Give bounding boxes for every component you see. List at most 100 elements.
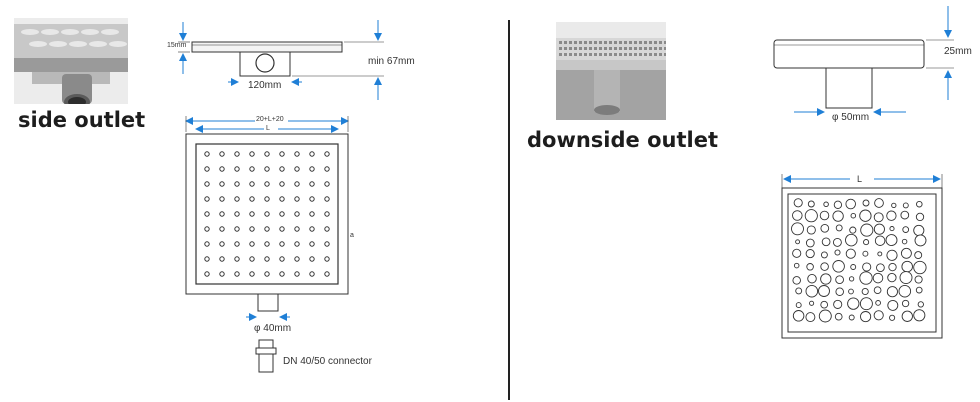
photo-perforation — [579, 41, 582, 44]
grate-bubble — [833, 299, 843, 309]
photo-perforation — [599, 53, 602, 56]
grate-bubble — [821, 237, 831, 247]
photo-perforation — [599, 41, 602, 44]
photo-perforation — [604, 47, 607, 50]
connector-label: DN 40/50 connector — [283, 356, 372, 367]
grate-bubble — [832, 210, 844, 222]
grate-bubble — [872, 272, 884, 284]
downside-elevation-drawing — [773, 6, 954, 116]
photo-perforation — [609, 53, 612, 56]
grate-hole — [219, 211, 225, 217]
grate-bubble — [861, 287, 869, 296]
photo-perforation — [584, 53, 587, 56]
grate-hole — [249, 196, 255, 202]
photo-perforation — [569, 41, 572, 44]
grate-bubble — [806, 263, 814, 271]
grate-bubble — [887, 299, 899, 311]
grate-bubble — [914, 251, 923, 260]
grate-bubble — [900, 210, 910, 220]
photo-perforation — [574, 41, 577, 44]
grate-bubble — [820, 223, 830, 233]
grate-hole — [204, 211, 210, 217]
grate-bubble — [902, 202, 909, 209]
grate-bubble — [862, 262, 872, 272]
grate-bubble — [834, 249, 841, 256]
grate-bubble — [914, 275, 923, 284]
grate-hole — [264, 166, 270, 172]
grate-bubble — [820, 262, 829, 271]
grate-hole — [324, 196, 330, 202]
photo-perforation — [619, 41, 622, 44]
grate-bubble — [902, 226, 910, 233]
grate-hole — [249, 256, 255, 262]
grate-hole — [234, 211, 240, 217]
grate-hole — [264, 241, 270, 247]
grate-hole — [294, 226, 300, 232]
photo-perforation — [559, 47, 562, 50]
photo-perforation — [584, 47, 587, 50]
grate-hole — [249, 166, 255, 172]
grate-hole — [264, 256, 270, 262]
side-outlet-title: side outlet — [18, 108, 146, 132]
grate-hole — [234, 181, 240, 187]
grate-hole — [279, 256, 285, 262]
photo-perforation — [639, 53, 642, 56]
grate-bubble — [835, 275, 844, 285]
grate-hole — [219, 166, 225, 172]
photo-perforation — [664, 47, 666, 50]
grate-bubble — [806, 225, 816, 235]
grate-bubble — [792, 210, 803, 221]
grate-bubble — [916, 200, 923, 208]
grate-hole — [234, 256, 240, 262]
photo-perforation — [659, 41, 662, 44]
grate-hole — [279, 226, 285, 232]
grate-bubble — [792, 248, 802, 258]
grate-hole — [294, 271, 300, 277]
photo-perforation — [614, 47, 617, 50]
grate-bubble — [901, 238, 908, 245]
grate-bubble — [792, 276, 801, 285]
length-label-right: L — [857, 174, 863, 184]
pipe-dia-label-left: φ 40mm — [254, 323, 292, 334]
grate-bubble — [820, 300, 829, 309]
photo-perforation — [634, 41, 637, 44]
grate-bubble — [876, 263, 885, 273]
grate-bubble — [889, 314, 896, 321]
grate-bubble — [891, 202, 897, 209]
grate-hole — [294, 151, 300, 157]
grate-hole — [204, 196, 210, 202]
grate-hole — [204, 166, 210, 172]
grate-hole — [249, 211, 255, 217]
photo-perforation — [564, 53, 567, 56]
grate-bubble — [848, 276, 855, 282]
grate-bubble — [885, 234, 898, 247]
photo-perforation — [664, 53, 666, 56]
grate-bubble — [807, 273, 817, 284]
side-outlet-top-view — [185, 116, 349, 321]
photo-perforation — [564, 47, 567, 50]
grate-bubble — [823, 201, 829, 208]
grate-hole — [279, 196, 285, 202]
grate-bubble — [886, 210, 897, 221]
photo-perforation — [649, 53, 652, 56]
grate-bubble — [915, 286, 923, 294]
grate-hole — [204, 271, 210, 277]
grate-bubble — [795, 302, 802, 309]
width-formula-label: 20+L+20 — [255, 116, 285, 123]
grate-hole — [249, 181, 255, 187]
photo-perforation — [644, 41, 647, 44]
grate-hole — [309, 271, 315, 277]
grate-hole — [309, 151, 315, 157]
grate-bubble — [795, 239, 801, 245]
photo-perforation — [589, 53, 592, 56]
grate-bubble — [900, 247, 912, 259]
grate-bubble — [850, 264, 857, 270]
grate-bubble — [793, 198, 803, 208]
photo-perforation — [589, 47, 592, 50]
grate-bubble — [835, 224, 843, 232]
grate-hole — [204, 151, 210, 157]
grate-hole — [219, 241, 225, 247]
downside-outlet-photo-art — [556, 22, 666, 120]
photo-perforation — [654, 47, 657, 50]
grate-bubble — [917, 301, 924, 308]
